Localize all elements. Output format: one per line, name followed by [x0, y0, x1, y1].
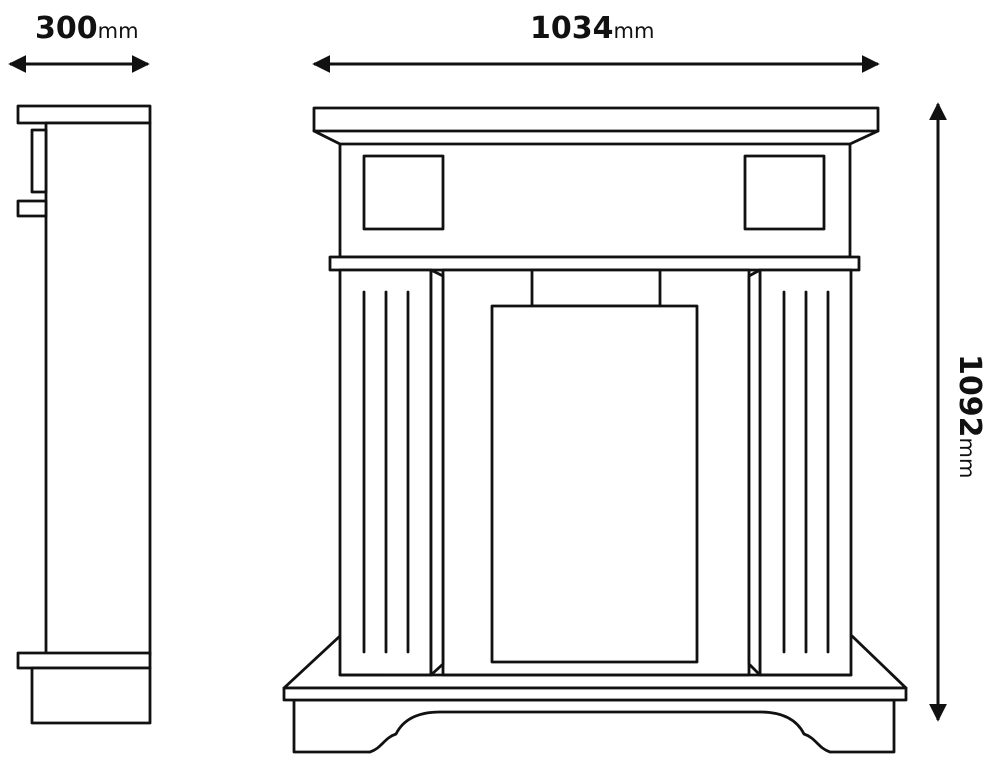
plinth	[292, 698, 896, 754]
side-shelf-profile	[16, 199, 48, 218]
depth-label: 300mm	[35, 11, 139, 46]
fire-hood	[530, 268, 662, 308]
side-mantel-top	[16, 104, 152, 125]
side-hearth-top	[16, 651, 152, 670]
side-mantel-profile	[30, 128, 48, 194]
front-view	[282, 106, 908, 754]
hearth-slab	[282, 686, 908, 702]
frieze-square-right	[743, 154, 826, 231]
height-label: 1092mm	[952, 354, 987, 478]
side-body	[44, 121, 152, 657]
right-pillar-side	[747, 268, 762, 677]
mantel-top	[312, 106, 880, 146]
shelf	[328, 255, 861, 272]
fire-opening	[490, 304, 699, 664]
side-view	[16, 104, 152, 725]
width-label: 1034mm	[530, 11, 654, 46]
side-plinth	[30, 666, 152, 725]
frieze-square-left	[362, 154, 445, 231]
left-pillar-side	[429, 268, 445, 677]
